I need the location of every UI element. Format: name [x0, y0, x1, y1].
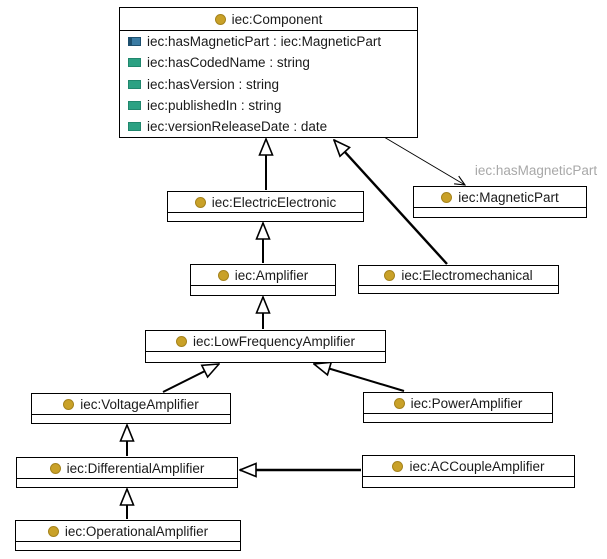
class-icon [49, 462, 61, 474]
class-label: iec:ElectricElectronic [211, 194, 337, 210]
class-node-component-title: iec:Component [120, 8, 417, 31]
class-icon [194, 196, 206, 208]
attribute-label: iec:versionReleaseDate : date [147, 118, 328, 134]
datatype-property-icon [128, 58, 141, 68]
attribute-label: iec:publishedIn : string [147, 97, 282, 113]
class-icon [47, 525, 59, 537]
class-label: iec:ACCoupleAmplifier [409, 458, 545, 474]
attribute-label: iec:hasMagneticPart : iec:MagneticPart [147, 34, 382, 50]
class-label: iec:OperationalAmplifier [64, 523, 209, 539]
class-node-component-attributes: iec:hasMagneticPart : iec:MagneticPart i… [120, 31, 417, 137]
edge-poweramplifier-to-lowfrequencyamplifier [314, 364, 405, 392]
class-node-title: iec:MagneticPart [414, 187, 586, 208]
attribute-row[interactable]: iec:versionReleaseDate : date [120, 116, 417, 137]
class-node-differentialamplifier[interactable]: iec:DifferentialAmplifier [16, 457, 238, 488]
class-label: iec:Component [231, 11, 323, 27]
class-node-amplifier[interactable]: iec:Amplifier [190, 264, 336, 296]
class-node-poweramplifier[interactable]: iec:PowerAmplifier [363, 392, 553, 423]
class-node-body [168, 213, 363, 221]
class-label: iec:Amplifier [234, 267, 309, 283]
class-node-title: iec:ACCoupleAmplifier [363, 456, 574, 477]
class-node-body [364, 414, 552, 422]
edge-electromechanical-to-component [334, 140, 448, 265]
class-label: iec:VoltageAmplifier [80, 396, 199, 412]
class-label: iec:MagneticPart [458, 189, 559, 205]
class-node-electromechanical[interactable]: iec:Electromechanical [358, 265, 559, 294]
datatype-property-icon [128, 100, 141, 110]
attribute-row[interactable]: iec:publishedIn : string [120, 95, 417, 116]
class-node-operationalamplifier[interactable]: iec:OperationalAmplifier [15, 520, 241, 551]
class-icon [63, 398, 75, 410]
class-node-lowfrequencyamplifier[interactable]: iec:LowFrequencyAmplifier [145, 330, 386, 363]
datatype-property-icon [128, 121, 141, 131]
class-node-electricelectronic[interactable]: iec:ElectricElectronic [167, 191, 364, 222]
association-label-hasmagneticpart: iec:hasMagneticPart [474, 163, 598, 178]
datatype-property-icon [128, 79, 141, 89]
attribute-row[interactable]: iec:hasCodedName : string [120, 52, 417, 73]
class-icon [217, 269, 229, 281]
class-icon [175, 335, 187, 347]
class-node-magneticpart[interactable]: iec:MagneticPart [413, 186, 587, 218]
class-icon [393, 397, 405, 409]
class-node-title: iec:LowFrequencyAmplifier [146, 331, 385, 352]
class-node-body [191, 286, 335, 295]
class-node-title: iec:PowerAmplifier [364, 393, 552, 414]
class-node-title: iec:Amplifier [191, 265, 335, 286]
class-node-title: iec:VoltageAmplifier [32, 394, 230, 415]
class-node-body [17, 479, 237, 487]
class-label: iec:LowFrequencyAmplifier [192, 333, 356, 349]
class-label: iec:PowerAmplifier [410, 395, 523, 411]
class-node-title: iec:Electromechanical [359, 266, 558, 286]
class-node-title: iec:ElectricElectronic [168, 192, 363, 213]
attribute-row[interactable]: iec:hasVersion : string [120, 73, 417, 94]
attribute-label: iec:hasCodedName : string [147, 55, 310, 71]
attribute-label: iec:hasVersion : string [147, 76, 280, 92]
edge-association-hasmagneticpart [383, 136, 465, 185]
class-node-voltageamplifier[interactable]: iec:VoltageAmplifier [31, 393, 231, 424]
class-node-title: iec:OperationalAmplifier [16, 521, 240, 542]
edge-voltageamplifier-to-lowfrequencyamplifier [162, 364, 219, 393]
class-label: iec:DifferentialAmplifier [66, 460, 205, 476]
class-label: iec:Electromechanical [401, 268, 533, 283]
attribute-row[interactable]: iec:hasMagneticPart : iec:MagneticPart [120, 31, 417, 52]
class-node-accoupleamplifier[interactable]: iec:ACCoupleAmplifier [362, 455, 575, 488]
class-node-body [414, 208, 586, 217]
class-icon [441, 191, 453, 203]
class-node-body [363, 477, 574, 487]
class-node-body [146, 352, 385, 362]
class-node-title: iec:DifferentialAmplifier [17, 458, 237, 479]
class-icon [214, 13, 226, 25]
class-node-component[interactable]: iec:Component iec:hasMagneticPart : iec:… [119, 7, 418, 138]
class-node-body [16, 542, 240, 550]
class-icon [392, 460, 404, 472]
class-node-body [32, 415, 230, 423]
object-property-icon [128, 37, 141, 47]
class-icon [384, 270, 396, 281]
class-node-body [359, 286, 558, 293]
